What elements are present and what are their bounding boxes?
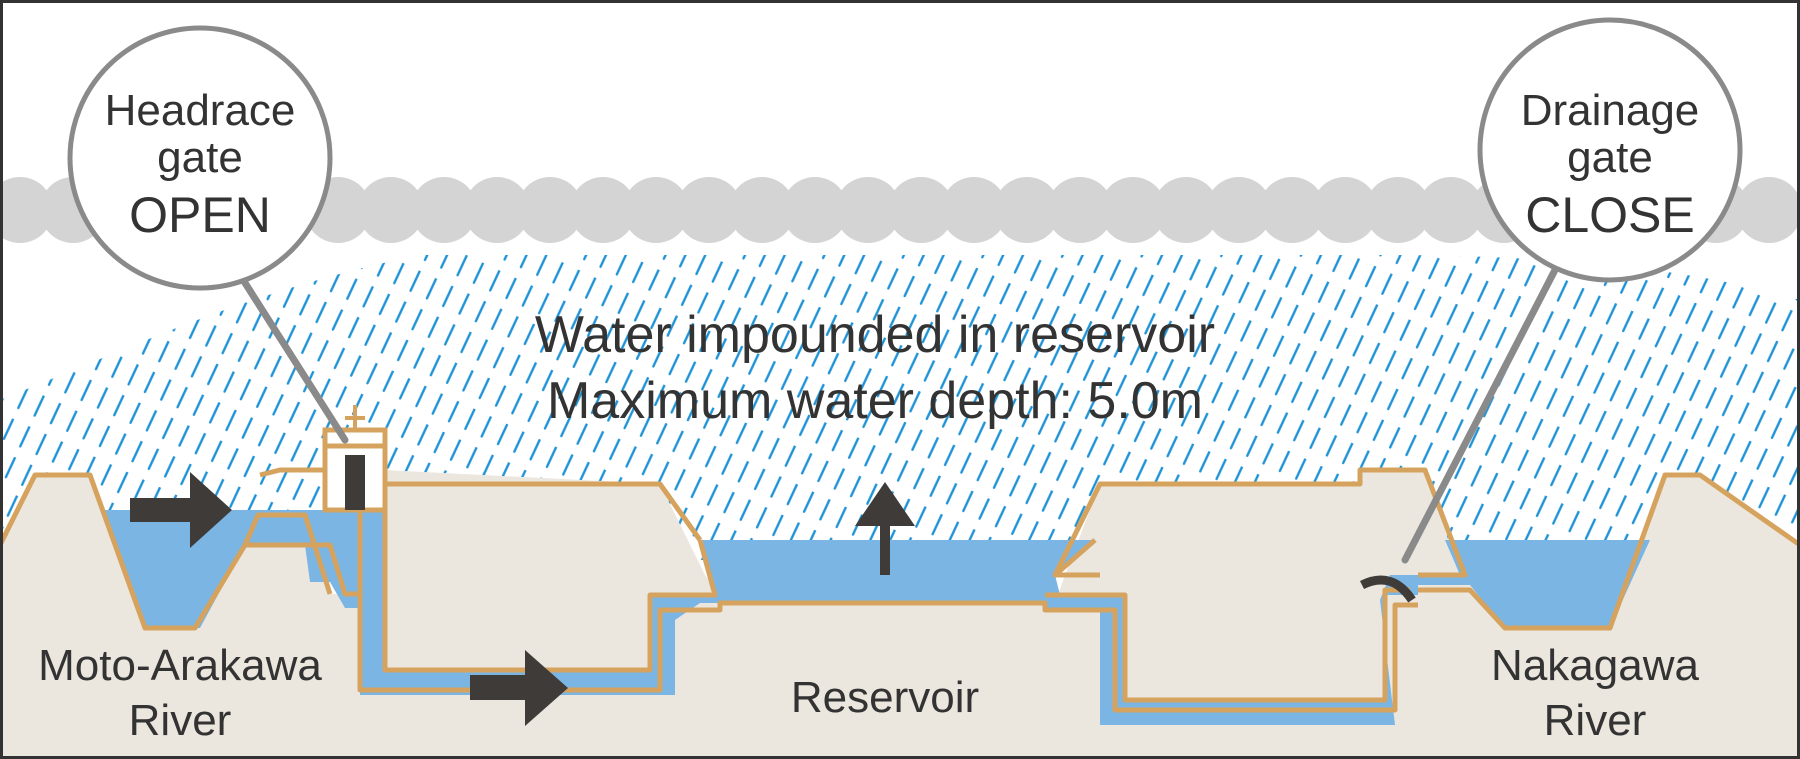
drainage-gate-state: CLOSE <box>1525 187 1695 243</box>
cloud-puff <box>1100 177 1166 243</box>
drainage-gate-callout: Drainage gate CLOSE <box>1477 17 1743 283</box>
headrace-gate-callout: Headrace gate OPEN <box>67 25 333 291</box>
cloud-puff <box>623 177 689 243</box>
left-river-label-line2: River <box>129 696 232 745</box>
left-river-water <box>100 510 370 628</box>
headrace-callout-line1: Headrace <box>105 86 296 135</box>
cloud-puff <box>1736 177 1800 243</box>
cloud-puff <box>464 177 530 243</box>
cloud-puff <box>941 177 1007 243</box>
cloud-puff <box>994 177 1060 243</box>
cloud-puff <box>1312 177 1378 243</box>
drainage-callout-line1: Drainage <box>1521 86 1700 135</box>
headrace-gate-state: OPEN <box>129 187 271 243</box>
cloud-puff <box>1259 177 1325 243</box>
headrace-callout-line2: gate <box>157 133 243 182</box>
headline-line2: Maximum water depth: 5.0m <box>547 372 1203 430</box>
cloud-puff <box>517 177 583 243</box>
flow-arrow-up <box>855 482 915 575</box>
cloud-puff <box>570 177 636 243</box>
headrace-callout-pointer <box>236 271 349 444</box>
cloud-puff <box>1418 177 1484 243</box>
cloud-puff <box>1206 177 1272 243</box>
right-river-label-line2: River <box>1544 696 1647 745</box>
left-river-label-line1: Moto-Arakawa <box>38 641 322 690</box>
cloud-puff <box>1365 177 1431 243</box>
drainage-callout-line2: gate <box>1567 133 1653 182</box>
right-river-label-line1: Nakagawa <box>1491 641 1699 690</box>
cloud-puff <box>888 177 954 243</box>
cloud-puff <box>835 177 901 243</box>
flow-arrow-right <box>470 650 568 726</box>
cloud-puff <box>1153 177 1219 243</box>
drainage-callout-pointer <box>1401 266 1559 564</box>
reservoir-water <box>700 540 1418 725</box>
cloud-puff <box>676 177 742 243</box>
flow-arrow-right <box>130 472 232 548</box>
reservoir-label: Reservoir <box>791 673 979 722</box>
headline-line1: Water impounded in reservoir <box>535 306 1215 364</box>
cloud-puff <box>358 177 424 243</box>
drainage-gate-icon <box>1359 575 1416 603</box>
right-river-water <box>1418 540 1650 628</box>
cloud-puff <box>729 177 795 243</box>
cloud-puff <box>411 177 477 243</box>
cloud-puff <box>1047 177 1113 243</box>
cloud-puff <box>0 177 53 243</box>
cloud-puff <box>782 177 848 243</box>
gate-tower-icon <box>322 405 388 513</box>
